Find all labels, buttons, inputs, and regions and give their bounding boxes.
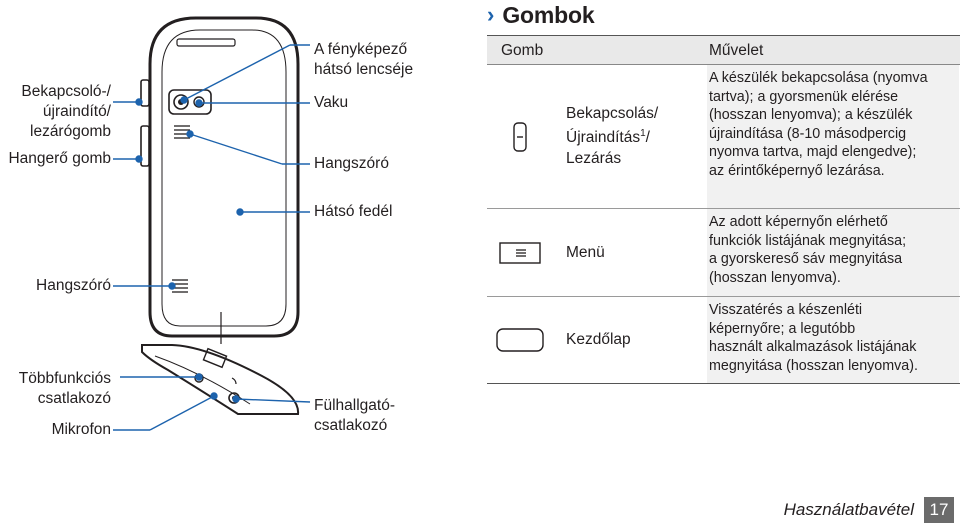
- table-row: Bekapcsolás/ Újraindítás1/ Lezárás A kés…: [487, 65, 960, 209]
- row-action: A készülék bekapcsolása (nyomva tartva);…: [707, 65, 959, 208]
- table-row: Kezdőlap Visszatérés a készenléti képern…: [487, 297, 960, 384]
- menu-key-icon: [487, 209, 553, 296]
- row-name: Menü: [566, 243, 605, 261]
- power-key-icon: [487, 65, 553, 208]
- chapter-name: Használatbavétel: [783, 500, 914, 519]
- buttons-table: Gomb Művelet Bekapcsolás/ Újraindítás1/ …: [487, 35, 960, 384]
- page-number: 17: [924, 497, 954, 523]
- back-cover-label: Hátsó fedél: [314, 203, 393, 220]
- section-heading: › Gombok: [487, 0, 595, 30]
- power-key-label: Bekapcsoló-/ újraindító/ lezárógomb: [21, 83, 111, 140]
- multifunction-jack-label: Többfunkciós csatlakozó: [18, 370, 111, 407]
- volume-key-label: Hangerő gomb: [8, 150, 111, 167]
- microphone-label: Mikrofon: [51, 421, 111, 438]
- page-footer: Használatbavétel 17: [784, 497, 954, 523]
- camera-module: [168, 89, 212, 115]
- header-action: Művelet: [709, 42, 764, 59]
- table-header: Gomb Művelet: [487, 35, 960, 65]
- section-title: Gombok: [502, 2, 595, 28]
- row-action: Az adott képernyőn elérhető funkciók lis…: [707, 209, 959, 296]
- row-name: Bekapcsolás/ Újraindítás1/ Lezárás: [566, 105, 659, 167]
- header-button: Gomb: [501, 42, 544, 59]
- table-row: Menü Az adott képernyőn elérhető funkció…: [487, 209, 960, 297]
- row-name: Kezdőlap: [566, 331, 631, 348]
- headset-jack-label: Fülhallgató- csatlakozó: [314, 397, 395, 434]
- rear-camera-label: A fényképező hátsó lencséje: [314, 41, 414, 78]
- speaker-left-label: Hangszóró: [36, 277, 111, 294]
- speaker-right-label: Hangszóró: [314, 155, 389, 172]
- row-action: Visszatérés a készenléti képernyőre; a l…: [707, 297, 959, 383]
- flash-label: Vaku: [314, 94, 349, 111]
- home-key-icon: [487, 297, 553, 383]
- chevron-right-icon: ›: [487, 2, 495, 27]
